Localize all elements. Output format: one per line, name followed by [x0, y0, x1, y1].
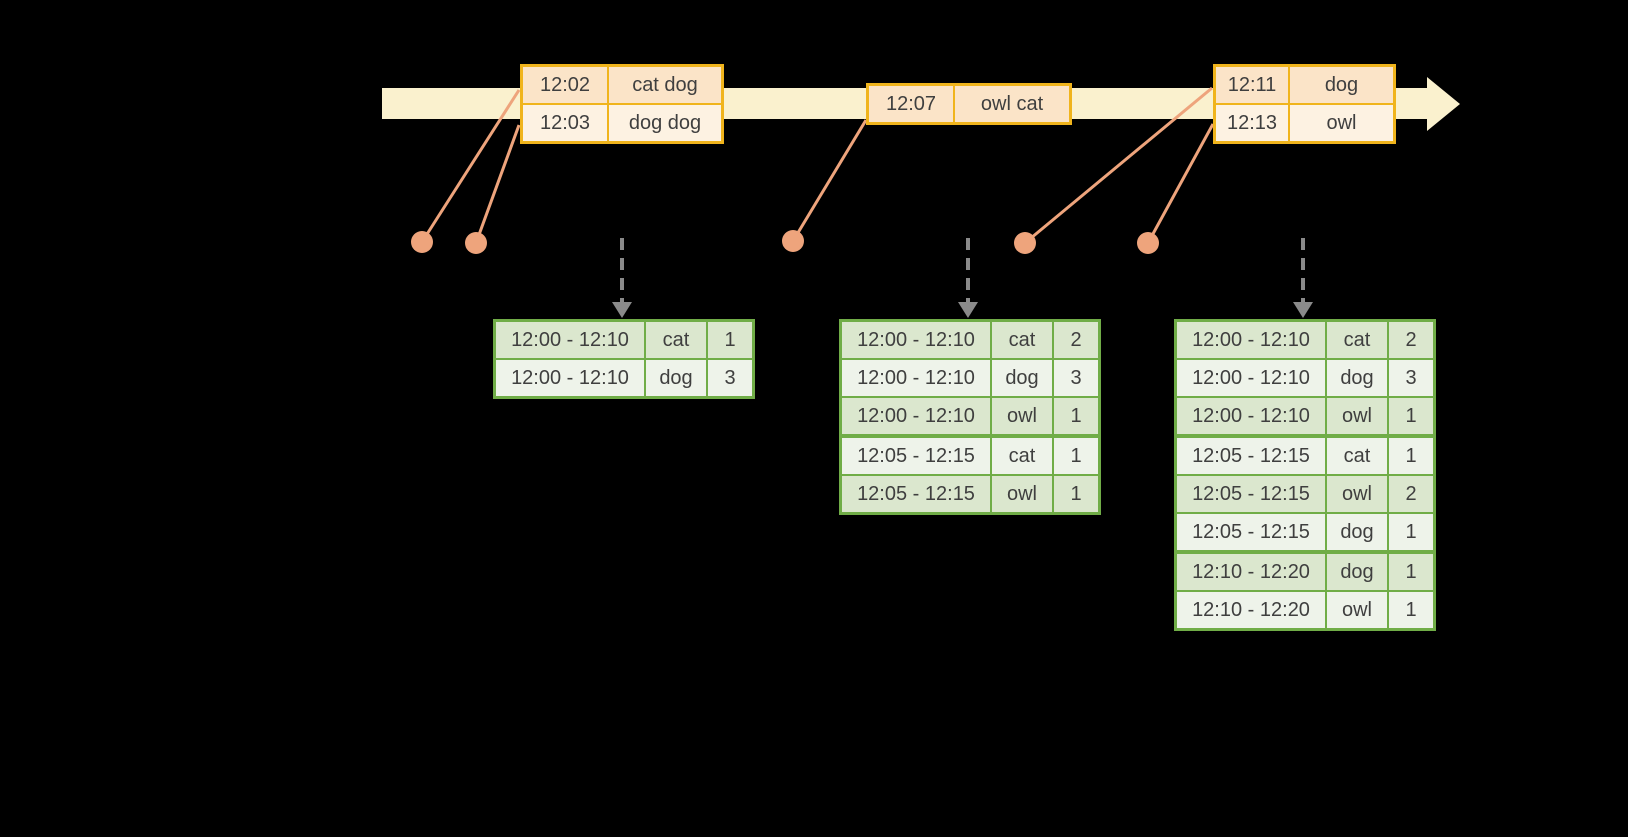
result-window-cell: 12:00 - 12:10	[496, 322, 644, 358]
event-words-cell: owl cat	[955, 86, 1069, 122]
result-window-cell: 12:10 - 12:20	[1177, 592, 1325, 628]
result-window-cell: 12:05 - 12:15	[842, 476, 990, 512]
result-word-cell: cat	[1327, 438, 1387, 474]
event-connector-line	[791, 119, 868, 242]
result-window-cell: 12:05 - 12:15	[1177, 438, 1325, 474]
result-window-cell: 12:10 - 12:20	[1177, 554, 1325, 590]
event-connector-lines	[420, 86, 1215, 245]
result-count-cell: 1	[1389, 514, 1433, 552]
result-window-cell: 12:00 - 12:10	[1177, 398, 1325, 436]
event-dot	[782, 230, 804, 252]
result-window-cell: 12:00 - 12:10	[1177, 360, 1325, 396]
event-connector-line	[1146, 123, 1215, 244]
result-count-cell: 2	[1389, 322, 1433, 358]
result-word-cell: owl	[1327, 592, 1387, 628]
result-word-cell: cat	[1327, 322, 1387, 358]
result-word-cell: dog	[646, 360, 706, 396]
result-word-cell: dog	[1327, 514, 1387, 552]
result-window-cell: 12:00 - 12:10	[496, 360, 644, 396]
trigger-arrow-icon	[612, 238, 632, 318]
result-word-cell: dog	[1327, 554, 1387, 590]
result-count-cell: 1	[1054, 398, 1098, 436]
result-word-cell: cat	[992, 322, 1052, 358]
result-count-cell: 2	[1389, 476, 1433, 512]
event-words-cell: cat dog	[609, 67, 721, 103]
result-count-cell: 3	[1389, 360, 1433, 396]
event-time-cell: 12:11	[1216, 67, 1288, 103]
result-count-cell: 3	[1054, 360, 1098, 396]
result-window-cell: 12:00 - 12:10	[842, 360, 990, 396]
event-time-cell: 12:02	[523, 67, 607, 103]
result-window-cell: 12:00 - 12:10	[1177, 322, 1325, 358]
event-time-cell: 12:07	[869, 86, 953, 122]
event-connector-line	[420, 89, 521, 243]
result-count-cell: 3	[708, 360, 752, 396]
result-word-cell: owl	[992, 398, 1052, 436]
result-word-cell: owl	[992, 476, 1052, 512]
result-window-cell: 12:05 - 12:15	[842, 438, 990, 474]
result-word-cell: owl	[1327, 398, 1387, 436]
event-words-cell: dog	[1290, 67, 1393, 103]
result-word-cell: dog	[992, 360, 1052, 396]
result-word-cell: dog	[1327, 360, 1387, 396]
event-connector-line	[474, 124, 521, 244]
result-count-cell: 1	[708, 322, 752, 358]
result-count-cell: 1	[1389, 438, 1433, 474]
result-window-cell: 12:05 - 12:15	[1177, 476, 1325, 512]
event-time-cell: 12:13	[1216, 105, 1288, 141]
result-window-cell: 12:00 - 12:10	[842, 398, 990, 436]
event-dot	[411, 231, 433, 253]
result-word-cell: cat	[646, 322, 706, 358]
result-count-cell: 1	[1389, 398, 1433, 436]
result-window-cell: 12:05 - 12:15	[1177, 514, 1325, 552]
result-count-cell: 1	[1054, 476, 1098, 512]
result-window-cell: 12:00 - 12:10	[842, 322, 990, 358]
event-dot	[1014, 232, 1036, 254]
result-count-cell: 1	[1389, 592, 1433, 628]
result-word-cell: cat	[992, 438, 1052, 474]
event-time-cell: 12:03	[523, 105, 607, 141]
event-words-cell: dog dog	[609, 105, 721, 141]
result-count-cell: 1	[1389, 554, 1433, 590]
event-connector-line	[1024, 86, 1213, 245]
trigger-arrows	[612, 238, 1313, 318]
result-word-cell: owl	[1327, 476, 1387, 512]
result-count-cell: 1	[1054, 438, 1098, 474]
trigger-arrow-icon	[958, 238, 978, 318]
event-dots	[411, 230, 1159, 254]
trigger-arrow-icon	[1293, 238, 1313, 318]
event-words-cell: owl	[1290, 105, 1393, 141]
result-count-cell: 2	[1054, 322, 1098, 358]
event-dot	[465, 232, 487, 254]
event-dot	[1137, 232, 1159, 254]
